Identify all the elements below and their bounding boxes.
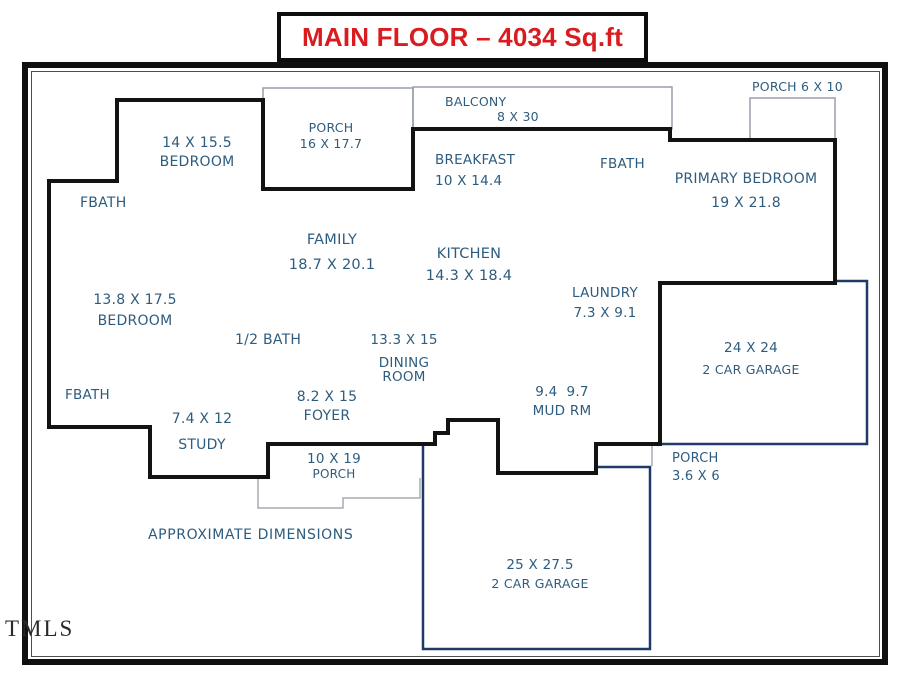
- room-dim: 7.3 X 9.1: [573, 305, 637, 321]
- room-dim: 10 X 14.4: [435, 172, 503, 189]
- room-name: ROOM: [382, 369, 426, 385]
- room-dim: 8.2 X 15: [296, 389, 358, 405]
- room-name: FBATH: [80, 195, 127, 211]
- room-label-bedroom-top: 14 X 15.5 BEDROOM: [160, 134, 235, 172]
- room-name: FAMILY: [306, 232, 358, 248]
- room-label-bedroom-left: 13.8 X 17.5 BEDROOM: [93, 290, 177, 332]
- room-name-dim: PORCH 6 X 10: [752, 79, 843, 94]
- room-label-laundry: LAUNDRY 7.3 X 9.1: [572, 283, 638, 323]
- room-name: DINING: [378, 355, 430, 371]
- room-dim: 19 X 21.8: [711, 195, 781, 211]
- room-dim: 10 X 19: [307, 451, 361, 467]
- room-label-porch-left: PORCH 16 X 17.7: [300, 120, 363, 152]
- room-name: PORCH: [308, 120, 354, 135]
- room-name: 1/2 BATH: [235, 332, 302, 348]
- room-name: FBATH: [600, 156, 645, 172]
- room-name: PORCH: [312, 467, 356, 481]
- room-label-fbath-top-right: FBATH: [600, 155, 645, 173]
- room-name: 2 CAR GARAGE: [491, 575, 589, 591]
- approximate-dimensions-note: APPROXIMATE DIMENSIONS: [148, 526, 353, 544]
- note-text: APPROXIMATE DIMENSIONS: [148, 527, 354, 543]
- room-name: FOYER: [303, 408, 351, 424]
- room-label-family: FAMILY 18.7 X 20.1: [289, 228, 375, 278]
- room-dim: 9.4 9.7: [535, 384, 589, 400]
- room-label-study: 7.4 X 12 STUDY: [172, 406, 233, 458]
- room-name: BALCONY: [445, 94, 507, 109]
- room-name: MUD RM: [532, 403, 592, 419]
- garage-25x27-outline: [421, 444, 652, 651]
- room-dim: 8 X 30: [497, 108, 539, 124]
- room-label-garage-right: 24 X 24 2 CAR GARAGE: [702, 338, 799, 380]
- porch-6x10-outline: [749, 97, 836, 141]
- title-box: MAIN FLOOR – 4034 Sq.ft: [277, 12, 648, 62]
- room-label-balcony: BALCONY 8 X 30: [445, 94, 539, 124]
- room-dim: 7.4 X 12: [171, 411, 233, 427]
- room-name: PRIMARY BEDROOM: [674, 171, 818, 187]
- room-name: STUDY: [178, 437, 226, 453]
- room-name: BREAKFAST: [435, 152, 516, 168]
- room-name: BEDROOM: [159, 154, 235, 170]
- room-label-fbath-top-left: FBATH: [80, 194, 126, 212]
- room-dim: 25 X 27.5: [506, 557, 574, 573]
- room-dim: 24 X 24: [724, 340, 778, 356]
- room-dim: 13.8 X 17.5: [93, 292, 177, 308]
- room-dim: 3.6 X 6: [672, 469, 720, 484]
- room-dim: 16 X 17.7: [299, 136, 363, 151]
- room-name: 2 CAR GARAGE: [702, 362, 800, 377]
- room-label-breakfast: BREAKFAST 10 X 14.4: [435, 150, 515, 191]
- room-dim: 18.7 X 20.1: [288, 257, 376, 273]
- room-name: LAUNDRY: [572, 285, 638, 301]
- room-label-foyer: 8.2 X 15 FOYER: [297, 388, 358, 426]
- room-name: PORCH: [672, 451, 719, 466]
- room-label-porch-top-right: PORCH 6 X 10: [752, 78, 843, 96]
- room-label-porch-bottom: 10 X 19 PORCH: [307, 452, 361, 482]
- tmls-watermark: TMLS: [5, 616, 75, 641]
- room-name: KITCHEN: [436, 246, 502, 262]
- room-label-half-bath: 1/2 BATH: [235, 331, 301, 349]
- room-label-garage-bottom: 25 X 27.5 2 CAR GARAGE: [491, 556, 588, 593]
- room-label-dining: 13.3 X 15 DINING ROOM: [370, 333, 437, 384]
- room-dim: 14.3 X 18.4: [425, 268, 513, 284]
- house-exterior-walls: [47, 98, 837, 479]
- room-label-porch-small: PORCH 3.6 X 6: [672, 450, 720, 486]
- room-name: FBATH: [65, 387, 110, 403]
- page-title: MAIN FLOOR – 4034 Sq.ft: [302, 21, 623, 52]
- room-dim: 13.3 X 15: [370, 332, 438, 348]
- room-label-kitchen: KITCHEN 14.3 X 18.4: [426, 243, 512, 287]
- room-label-mud-room: 9.4 9.7 MUD RM: [533, 383, 592, 421]
- room-name: BEDROOM: [97, 313, 173, 329]
- room-dim: 14 X 15.5: [162, 135, 232, 151]
- room-label-fbath-lower-left: FBATH: [65, 386, 110, 404]
- porch-10x19-outline: [257, 478, 421, 509]
- room-label-primary-bedroom: PRIMARY BEDROOM 19 X 21.8: [675, 167, 818, 215]
